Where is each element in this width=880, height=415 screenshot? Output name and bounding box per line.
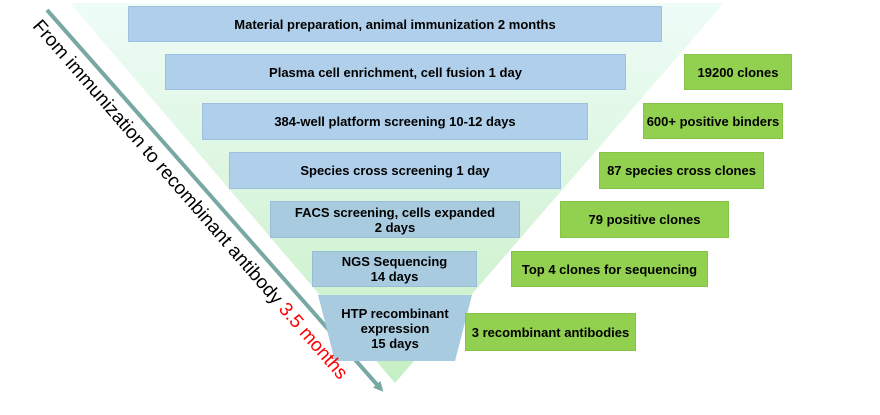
stage-htp-recombinant-expression: HTP recombinant expression 15 days [318, 295, 472, 361]
stage-material-preparation: Material preparation, animal immunizatio… [128, 6, 662, 42]
stage-ngs-sequencing: NGS Sequencing 14 days [312, 251, 477, 287]
result-87-species-cross-clones: 87 species cross clones [599, 152, 764, 189]
result-top-4-clones: Top 4 clones for sequencing [511, 251, 708, 287]
stage-facs-screening: FACS screening, cells expanded 2 days [270, 201, 520, 238]
result-600-positive-binders: 600+ positive binders [643, 103, 783, 139]
result-3-recombinant-antibodies: 3 recombinant antibodies [465, 313, 636, 351]
funnel-triangle [70, 3, 724, 383]
stage-384-well-screening: 384-well platform screening 10-12 days [202, 103, 588, 140]
result-19200-clones: 19200 clones [684, 54, 792, 90]
result-79-positive-clones: 79 positive clones [560, 201, 729, 238]
stage-plasma-cell-enrichment: Plasma cell enrichment, cell fusion 1 da… [165, 54, 626, 90]
stage-species-cross-screening: Species cross screening 1 day [229, 152, 561, 189]
timeline-arrow-icon [45, 8, 384, 392]
